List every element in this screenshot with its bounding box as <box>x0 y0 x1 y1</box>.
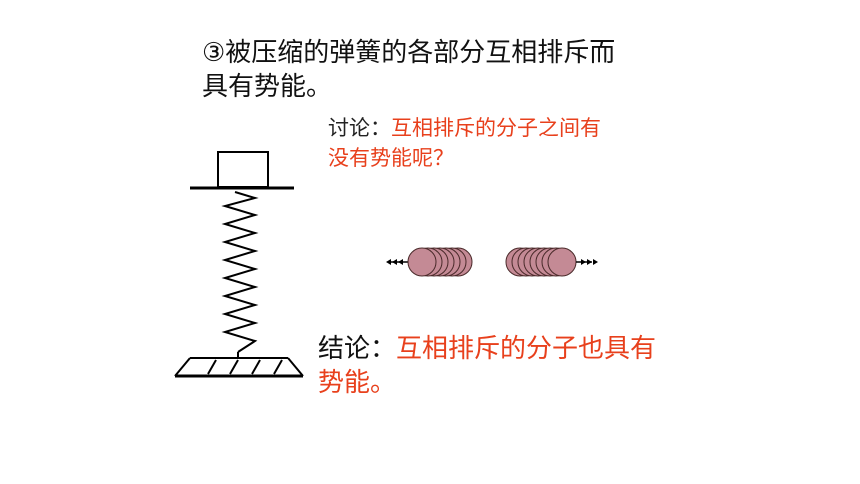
left-arrow-icon <box>386 259 391 265</box>
repelling-molecules-icon <box>386 247 598 277</box>
spring-base <box>174 357 304 378</box>
compressed-spring-icon <box>174 151 304 378</box>
spring-coil <box>221 191 259 353</box>
discussion-question-2: 没有势能呢？ <box>328 146 454 170</box>
conclusion-label: 结论： <box>318 334 397 364</box>
discussion-label: 讨论： <box>328 116 391 140</box>
heading-line-1: ③被压缩的弹簧的各部分互相排斥而 <box>202 38 616 68</box>
heading-line-2: 具有势能。 <box>202 72 333 102</box>
discussion-question-1: 互相排斥的分子之间有 <box>391 116 601 140</box>
conclusion-text-2: 势能。 <box>318 368 397 398</box>
left-molecule-group <box>386 247 473 277</box>
conclusion-block: 结论：互相排斥的分子也具有 势能。 <box>318 332 656 400</box>
heading: ③被压缩的弹簧的各部分互相排斥而 具有势能。 <box>202 36 615 104</box>
right-arrow-icon <box>593 259 598 265</box>
discussion-line-1: 讨论：互相排斥的分子之间有 <box>328 113 601 143</box>
right-molecule-group <box>505 247 598 277</box>
discussion-block: 讨论：互相排斥的分子之间有 没有势能呢？ <box>328 113 601 173</box>
conclusion-text-1: 互相排斥的分子也具有 <box>396 334 657 364</box>
spring-weight-block <box>217 151 269 188</box>
conclusion-line-1: 结论：互相排斥的分子也具有 <box>318 332 656 366</box>
